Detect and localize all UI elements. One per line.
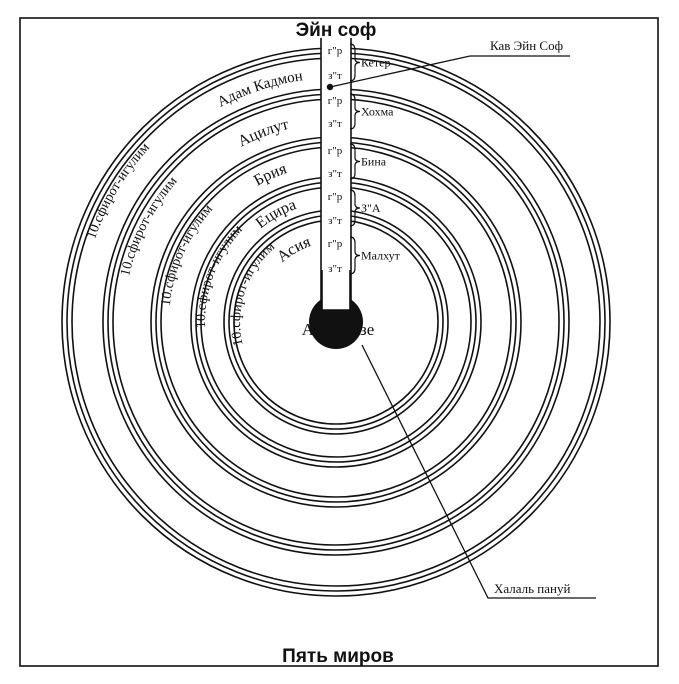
level-4-bottom-marker: з"т	[328, 215, 342, 227]
level-5-top-marker: г"р	[328, 238, 343, 250]
level-3-brace	[349, 143, 361, 180]
kav-column-cover	[321, 38, 351, 306]
level-2-top-marker: г"р	[328, 95, 343, 107]
level-3-bottom-marker: з"т	[328, 168, 342, 180]
center-label: Аолам азе	[302, 320, 375, 339]
level-4-brace	[349, 189, 361, 227]
level-2-brace	[349, 93, 361, 130]
level-2-sfira-label: Хохма	[361, 105, 394, 119]
kav-pointer-line	[329, 55, 570, 88]
halal-label: Халаль пануй	[494, 581, 570, 596]
center-stem	[322, 270, 350, 310]
level-1-sfira-label: Кетер	[361, 56, 390, 70]
level-1-top-marker: г"р	[328, 45, 343, 57]
level-3-top-marker: г"р	[328, 145, 343, 157]
kav-pointer-dot	[326, 83, 334, 91]
level-5-sfira-label: Малхут	[361, 249, 401, 263]
world-3-label: Брия	[251, 160, 289, 189]
level-4-sfira-label: З"А	[361, 201, 381, 215]
level-1-bottom-marker: з"т	[328, 70, 342, 82]
diagram-frame	[19, 17, 659, 667]
center-stem-outline	[321, 270, 351, 311]
kav-label: Кав Эйн Соф	[490, 38, 563, 53]
level-1-brace	[349, 43, 361, 82]
world-5-label: Асия	[274, 233, 314, 265]
column-levels: г"рз"тКетерг"рз"тХохмаг"рз"тБинаг"рз"тЗ"…	[328, 43, 401, 275]
level-3-sfira-label: Бина	[361, 155, 387, 169]
level-5-bottom-marker: з"т	[328, 263, 342, 275]
world-5-sfirot-label: 10.сфирот-игулим	[229, 239, 278, 347]
halal-pointer-line	[361, 344, 596, 599]
diagram-caption: Пять миров	[282, 646, 394, 667]
diagram-title: Эйн соф	[296, 20, 377, 41]
level-4-top-marker: г"р	[328, 191, 343, 203]
level-5-brace	[349, 236, 361, 275]
level-2-bottom-marker: з"т	[328, 118, 342, 130]
